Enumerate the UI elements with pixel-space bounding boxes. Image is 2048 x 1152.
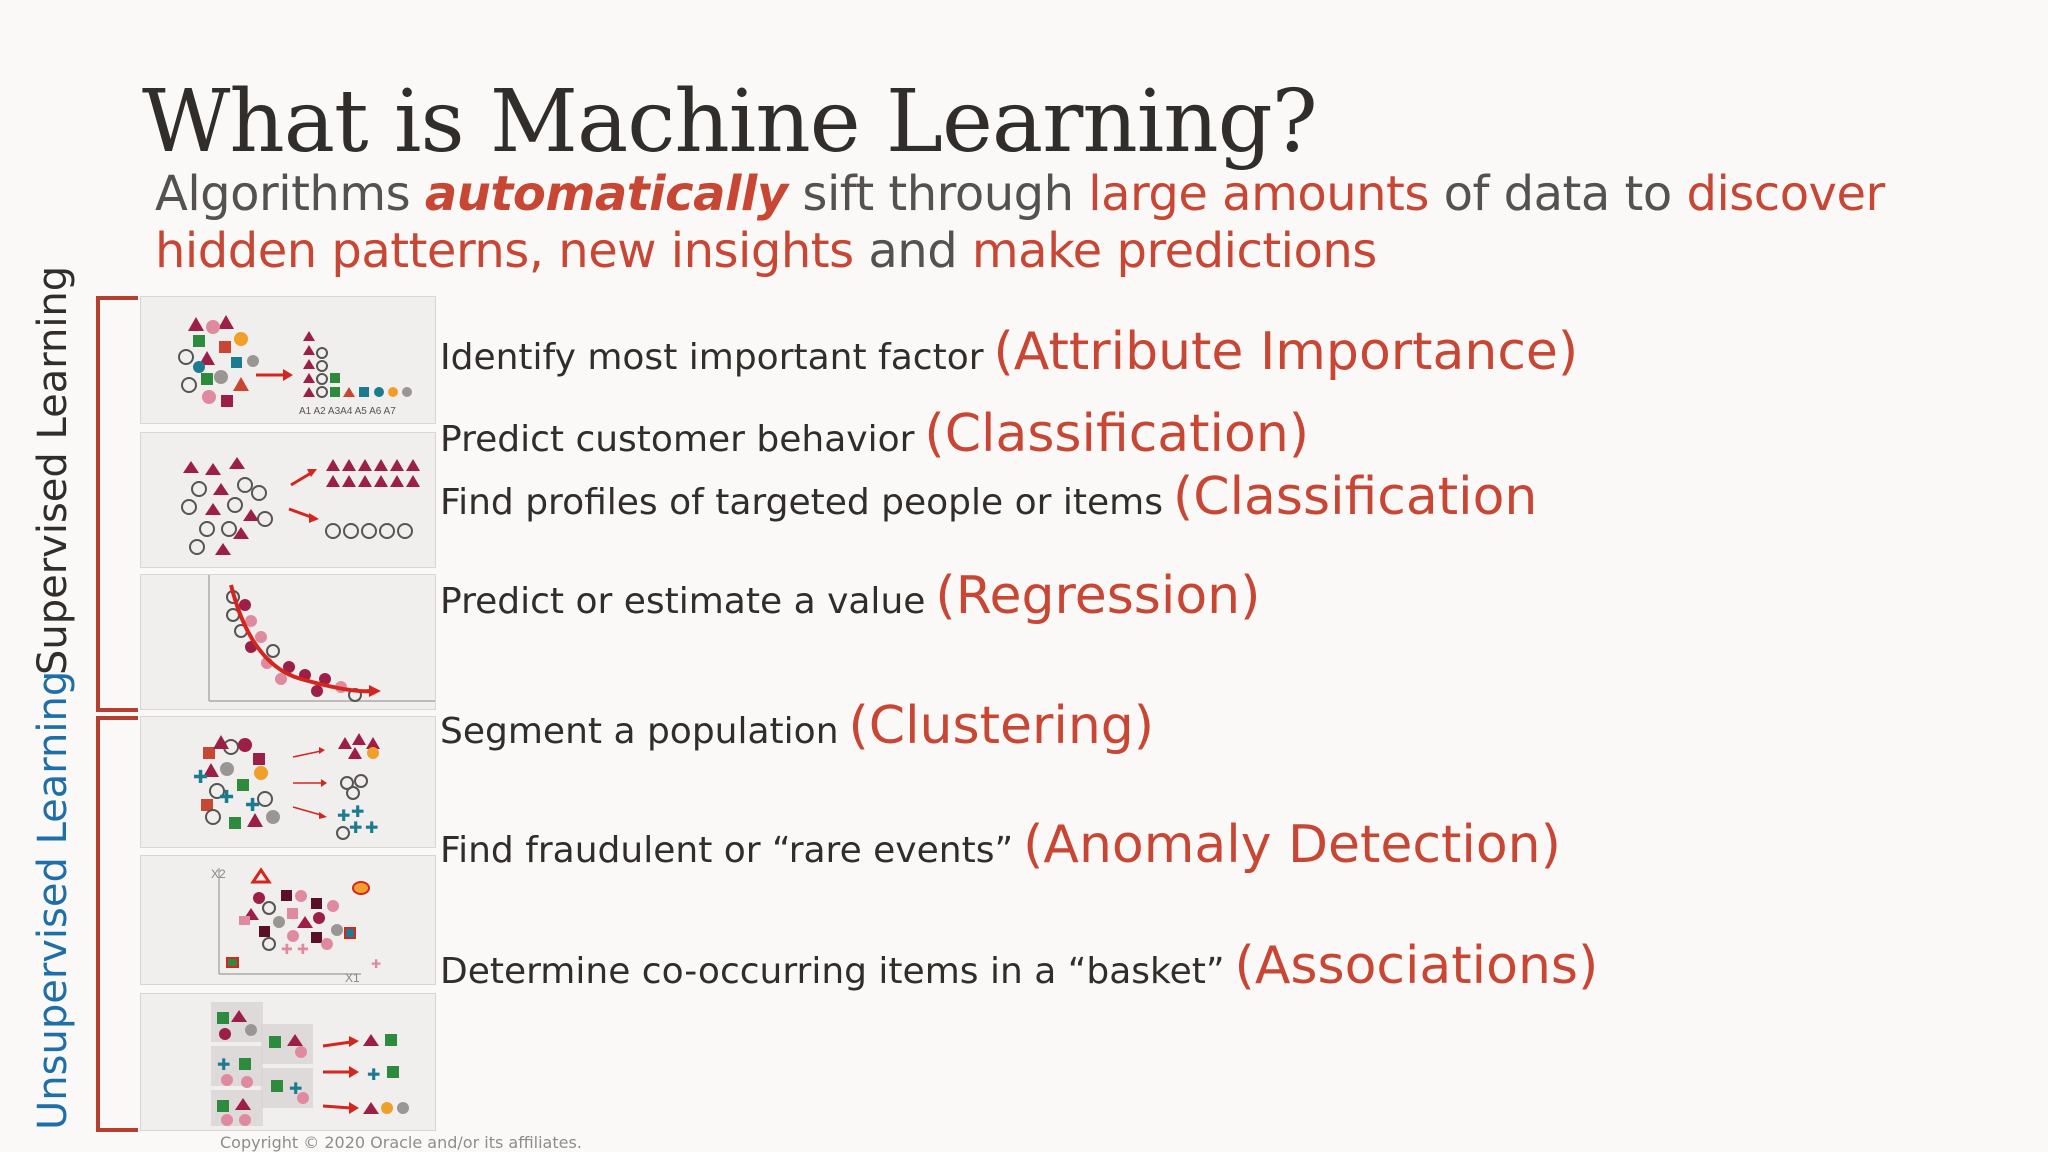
- supervised-bracket: [96, 296, 138, 712]
- row-description: Determine co-occurring items in a “baske…: [440, 951, 1225, 992]
- svg-text:✚: ✚: [219, 787, 234, 808]
- axis-x1-label: X1: [345, 971, 360, 984]
- associated-pairs: ✚: [363, 1034, 409, 1114]
- svg-text:✚: ✚: [367, 1065, 380, 1084]
- row-classification-behavior: Predict customer behavior (Classificatio…: [440, 404, 1309, 464]
- classification-illustration: [140, 432, 436, 568]
- normal-cluster: ✚ ✚ ✚: [239, 890, 381, 971]
- attribute-importance-illustration: A1 A2 A3A4 A5 A6 A7: [140, 296, 436, 424]
- subtitle-text: of data to: [1428, 166, 1687, 222]
- row-technique: (Anomaly Detection): [1023, 815, 1561, 875]
- row-attribute-importance: Identify most important factor (Attribut…: [440, 322, 1578, 382]
- row-technique: (Classification): [924, 404, 1310, 464]
- svg-text:✚: ✚: [371, 957, 381, 971]
- regression-illustration: [140, 574, 436, 710]
- anomaly-circle: [352, 881, 370, 895]
- row-technique: (Clustering): [848, 696, 1155, 756]
- anomaly-triangle: [250, 867, 272, 884]
- svg-text:✚: ✚: [193, 767, 208, 788]
- svg-text:✚: ✚: [351, 802, 364, 821]
- row-description: Predict or estimate a value: [440, 581, 926, 622]
- row-description: Find fraudulent or “rare events”: [440, 830, 1014, 871]
- slide-title: What is Machine Learning?: [142, 72, 1318, 172]
- mixed-shapes-cluster: [181, 457, 273, 555]
- regression-line: [229, 584, 372, 694]
- row-technique: (Regression): [935, 566, 1261, 626]
- subtitle-text: sift through: [787, 166, 1089, 222]
- anomaly-square: [226, 957, 239, 968]
- unsupervised-learning-label: Unsupervised Learning: [30, 670, 76, 1130]
- row-technique: (Associations): [1234, 936, 1599, 996]
- clustering-illustration: ✚ ✚ ✚ ✚ ✚ ✚: [140, 716, 436, 848]
- row-technique: (Classification: [1173, 467, 1538, 527]
- row-description: Segment a population: [440, 711, 839, 752]
- slide-subtitle: Algorithms automatically sift through la…: [155, 166, 1915, 280]
- svg-text:✚: ✚: [349, 818, 362, 837]
- row-description: Find profiles of targeted people or item…: [440, 482, 1163, 523]
- associations-illustration: ✚ ✚ ✚: [140, 993, 436, 1131]
- cluster-groups: ✚ ✚ ✚ ✚: [336, 733, 380, 840]
- svg-text:✚: ✚: [365, 818, 378, 837]
- row-clustering: Segment a population (Clustering): [440, 696, 1154, 756]
- subtitle-highlight: discover hidden patterns, new insights: [155, 166, 1885, 279]
- supervised-learning-label: Supervised Learning: [30, 265, 76, 675]
- mixed-items-cluster: [178, 315, 259, 407]
- svg-text:✚: ✚: [289, 1079, 302, 1098]
- attribute-axis-label: A1 A2 A3A4 A5 A6 A7: [299, 406, 396, 417]
- attribute-bars: [303, 331, 412, 398]
- svg-text:✚: ✚: [245, 795, 260, 816]
- svg-text:✚: ✚: [337, 806, 350, 825]
- row-description: Predict customer behavior: [440, 419, 915, 460]
- svg-text:✚: ✚: [217, 1055, 230, 1074]
- row-description: Identify most important factor: [440, 337, 984, 378]
- basket-cubes: ✚ ✚: [211, 1002, 313, 1126]
- unsorted-items: ✚ ✚ ✚: [193, 735, 280, 829]
- copyright-notice: Copyright © 2020 Oracle and/or its affil…: [220, 1133, 582, 1152]
- subtitle-highlight: make predictions: [971, 223, 1377, 279]
- axis-x2-label: X2: [211, 867, 226, 881]
- subtitle-text: Algorithms: [155, 166, 425, 222]
- row-anomaly-detection: Find fraudulent or “rare events” (Anomal…: [440, 815, 1561, 875]
- subtitle-emphasis: automatically: [424, 166, 788, 222]
- unsupervised-bracket: [96, 716, 138, 1132]
- data-points: [226, 590, 362, 702]
- svg-text:✚: ✚: [297, 942, 309, 958]
- row-classification-profiles: Find profiles of targeted people or item…: [440, 467, 1537, 527]
- subtitle-highlight: large amounts: [1088, 166, 1429, 222]
- subtitle-text: and: [853, 223, 972, 279]
- svg-text:✚: ✚: [281, 942, 293, 958]
- row-regression: Predict or estimate a value (Regression): [440, 566, 1260, 626]
- row-technique: (Attribute Importance): [993, 322, 1579, 382]
- circle-class: [325, 523, 413, 539]
- triangle-class: [326, 459, 420, 487]
- anomaly-detection-illustration: X2 X1 ✚ ✚ ✚: [140, 855, 436, 985]
- row-associations: Determine co-occurring items in a “baske…: [440, 936, 1598, 996]
